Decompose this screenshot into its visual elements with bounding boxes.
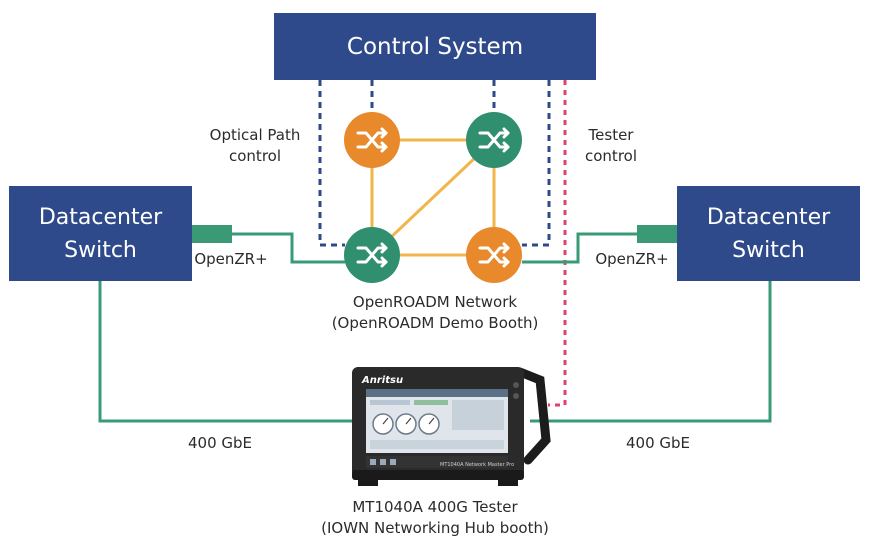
tester-device: Anritsu MT1040A Network Master Pro bbox=[352, 367, 551, 486]
openzr-module-left bbox=[192, 225, 232, 243]
400gbe-links bbox=[98, 281, 772, 423]
tester-control-label: Tester control bbox=[572, 125, 650, 167]
link-label-right: 400 GbE bbox=[625, 434, 691, 452]
datacenter-right-line1: Datacenter bbox=[706, 204, 831, 230]
openzr-label-right: OpenZR+ bbox=[595, 250, 669, 268]
datacenter-left-line1: Datacenter bbox=[38, 204, 163, 230]
optical-path-control-lines bbox=[318, 80, 551, 247]
roadm-node-top-right bbox=[466, 112, 522, 168]
optical-path-line2: control bbox=[229, 147, 281, 165]
tester-line1: MT1040A 400G Tester bbox=[352, 498, 518, 516]
openzr-label-left: OpenZR+ bbox=[194, 250, 268, 268]
datacenter-switch-right: Datacenter Switch bbox=[677, 186, 860, 281]
datacenter-left-line2: Switch bbox=[64, 237, 137, 263]
crossed-arrows-icon bbox=[478, 242, 510, 268]
tester-model-badge: MT1040A Network Master Pro bbox=[440, 462, 514, 468]
crossed-arrows-icon bbox=[356, 127, 388, 153]
tester-brand: Anritsu bbox=[361, 375, 403, 386]
network-line2: (OpenROADM Demo Booth) bbox=[331, 314, 539, 332]
tester-label: MT1040A 400G Tester (IOWN Networking Hub… bbox=[305, 497, 565, 539]
datacenter-switch-left: Datacenter Switch bbox=[9, 186, 192, 281]
openzr-module-right bbox=[637, 225, 677, 243]
optical-path-control-label: Optical Path control bbox=[205, 125, 305, 167]
link-label-left: 400 GbE bbox=[187, 434, 253, 452]
control-system-label: Control System bbox=[346, 33, 524, 60]
tester-handle bbox=[515, 367, 551, 465]
tester-control-line1: Tester bbox=[588, 126, 634, 144]
crossed-arrows-icon bbox=[356, 242, 388, 268]
roadm-node-bottom-left bbox=[344, 227, 400, 283]
optical-path-line1: Optical Path bbox=[209, 126, 301, 144]
roadm-node-bottom-right bbox=[466, 227, 522, 283]
tester-control-line bbox=[548, 80, 567, 407]
tester-control-line2: control bbox=[585, 147, 637, 165]
crossed-arrows-icon bbox=[478, 127, 510, 153]
roadm-node-top-left bbox=[344, 112, 400, 168]
datacenter-right-line2: Switch bbox=[732, 237, 805, 263]
openzr-links bbox=[192, 232, 677, 264]
openroadm-network-label: OpenROADM Network (OpenROADM Demo Booth) bbox=[315, 292, 555, 334]
network-line1: OpenROADM Network bbox=[352, 293, 518, 311]
control-system-box: Control System bbox=[274, 13, 596, 80]
tester-line2: (IOWN Networking Hub booth) bbox=[321, 519, 549, 537]
